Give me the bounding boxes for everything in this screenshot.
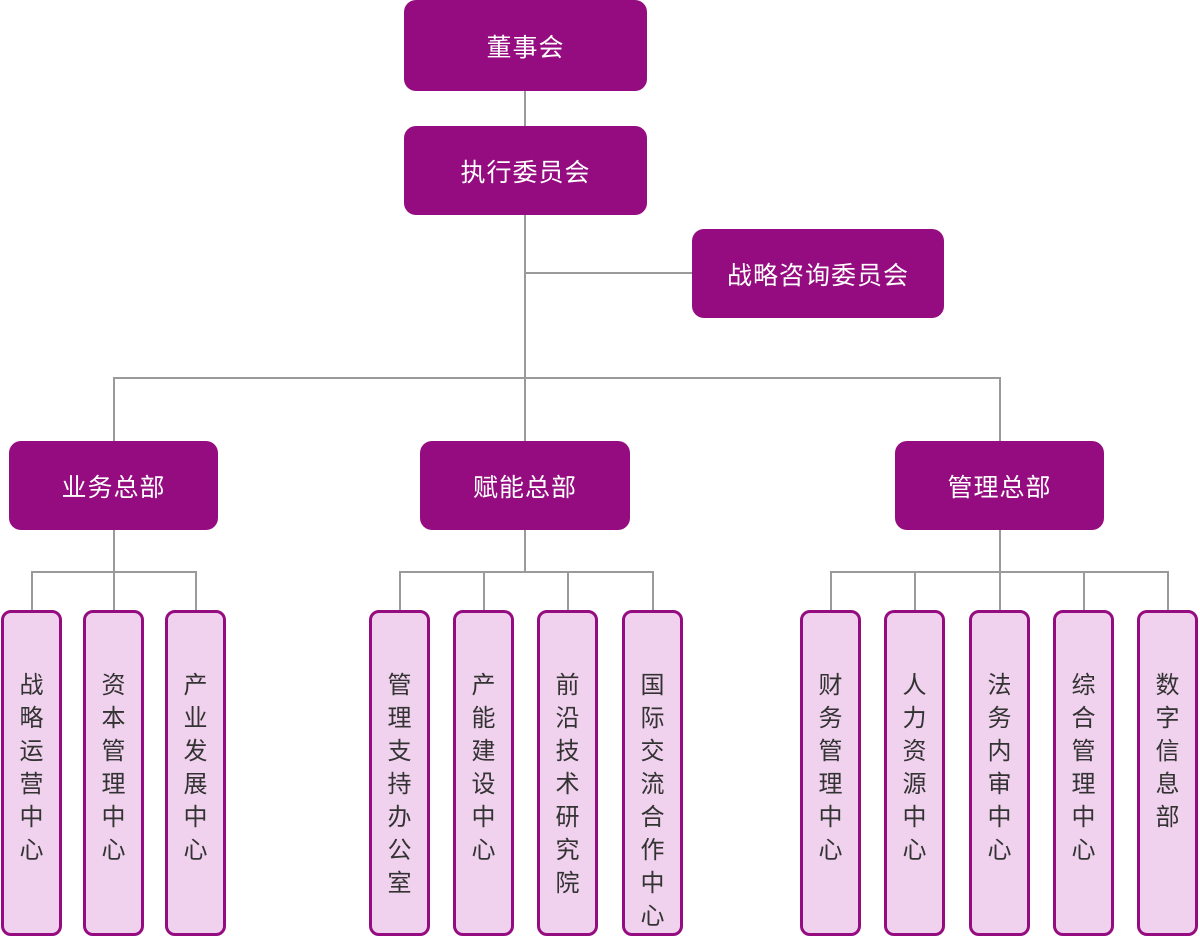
- connector-headquarters-bar: [113, 377, 1000, 379]
- management-hq-box: 管理总部: [895, 441, 1104, 530]
- unit-label: 产能建设中心: [471, 671, 496, 864]
- unit-box-mgmt-support: 管理支持办公室: [369, 610, 430, 936]
- unit-label: 资本管理中心: [101, 671, 126, 864]
- enablement-hq-box: 赋能总部: [420, 441, 630, 530]
- connector-unit-1-0: [399, 571, 401, 611]
- connector-unit-2-1: [914, 571, 916, 611]
- unit-box-intl-cooperation: 国际交流合作中心: [622, 610, 683, 936]
- connector-unit-1-1: [483, 571, 485, 611]
- unit-label: 产业发展中心: [183, 671, 208, 864]
- connector-unit-2-4: [1167, 571, 1169, 611]
- unit-box-digital-info: 数字信息部: [1137, 610, 1198, 936]
- board-box: 董事会: [404, 0, 647, 91]
- connector-group-2-stem: [999, 530, 1001, 572]
- business-hq-box: 业务总部: [9, 441, 218, 530]
- unit-label: 前沿技术研究院: [555, 671, 580, 897]
- connector-hq-right: [999, 377, 1001, 441]
- connector-unit-0-2: [195, 571, 197, 611]
- unit-box-capital-mgmt: 资本管理中心: [83, 610, 144, 936]
- connector-group-1-stem: [524, 530, 526, 572]
- unit-label: 法务内审中心: [987, 671, 1012, 864]
- unit-label: 综合管理中心: [1071, 671, 1096, 864]
- connector-unit-1-3: [652, 571, 654, 611]
- unit-box-general-mgmt: 综合管理中心: [1053, 610, 1114, 936]
- connector-unit-2-0: [830, 571, 832, 611]
- connector-group-1-bar: [399, 571, 654, 573]
- unit-label: 数字信息部: [1155, 671, 1180, 831]
- unit-box-finance: 财务管理中心: [800, 610, 861, 936]
- executive-committee-box: 执行委员会: [404, 126, 647, 215]
- connector-unit-2-3: [1083, 571, 1085, 611]
- unit-box-industry-dev: 产业发展中心: [165, 610, 226, 936]
- connector-unit-1-2: [567, 571, 569, 611]
- connector-advisory: [524, 272, 692, 274]
- unit-label: 人力资源中心: [902, 671, 927, 864]
- unit-box-legal-audit: 法务内审中心: [969, 610, 1030, 936]
- unit-label: 国际交流合作中心: [640, 671, 665, 930]
- unit-label: 管理支持办公室: [387, 671, 412, 897]
- connector-board-exec: [524, 91, 526, 126]
- connector-unit-2-2: [999, 571, 1001, 611]
- connector-group-0-stem: [113, 530, 115, 572]
- connector-unit-0-0: [31, 571, 33, 611]
- unit-label: 战略运营中心: [19, 671, 44, 864]
- connector-exec-trunk: [524, 215, 526, 441]
- unit-box-hr: 人力资源中心: [884, 610, 945, 936]
- unit-box-strategy-ops: 战略运营中心: [1, 610, 62, 936]
- unit-box-frontier-tech: 前沿技术研究院: [537, 610, 598, 936]
- connector-hq-left: [113, 377, 115, 441]
- unit-label: 财务管理中心: [818, 671, 843, 864]
- unit-box-capacity-building: 产能建设中心: [453, 610, 514, 936]
- connector-unit-0-1: [113, 571, 115, 611]
- advisory-committee-box: 战略咨询委员会: [692, 229, 944, 318]
